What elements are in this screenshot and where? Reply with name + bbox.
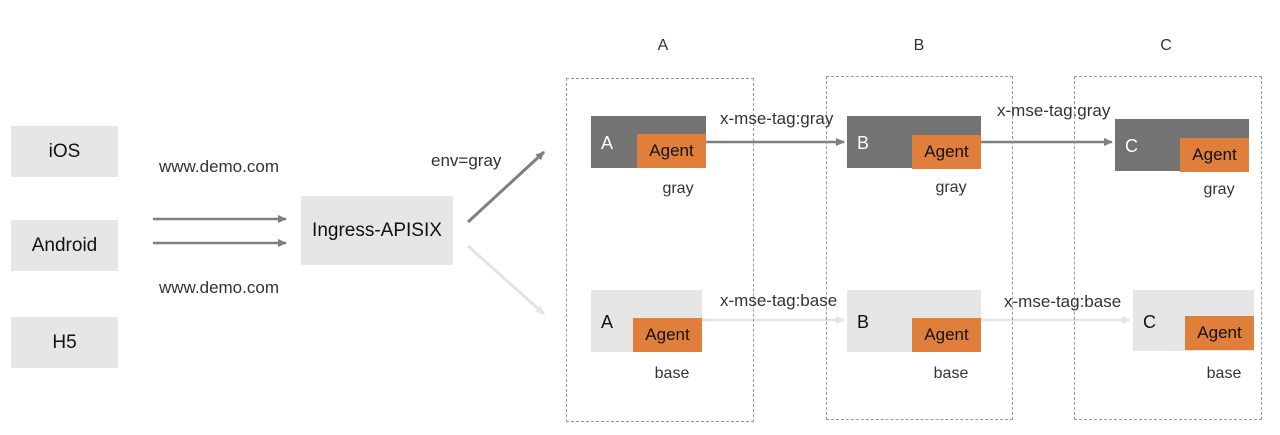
ingress-to-gray-arrow <box>466 150 546 224</box>
client-ios: iOS <box>11 126 118 177</box>
client-label: Android <box>31 234 98 256</box>
base-agent-b: Agent <box>912 318 981 352</box>
client-h5: H5 <box>11 317 118 368</box>
base-env-label-a: base <box>654 365 690 382</box>
domain-label-top: www.demo.com <box>159 157 279 176</box>
gray-tag-a-to-b: x-mse-tag:gray <box>720 109 834 128</box>
base-env-label-c: base <box>1206 365 1242 382</box>
service-letter: B <box>857 312 870 332</box>
client-label: iOS <box>48 140 81 162</box>
route-condition-label: env=gray <box>431 151 502 170</box>
column-header-c: C <box>1160 37 1172 54</box>
gray-agent-c: Agent <box>1180 138 1249 172</box>
service-letter: A <box>601 312 614 332</box>
base-tag-b-to-c: x-mse-tag:base <box>1004 292 1122 311</box>
service-letter: C <box>1125 136 1138 156</box>
service-letter: A <box>601 133 614 153</box>
ingress-to-base-arrow <box>466 244 546 316</box>
service-group-b <box>826 76 1013 420</box>
gray-agent-b: Agent <box>912 135 981 169</box>
domain-label-bottom: www.demo.com <box>159 278 279 297</box>
ingress-label: Ingress-APISIX <box>312 219 442 241</box>
base-env-label-b: base <box>933 365 969 382</box>
base-agent-c: Agent <box>1185 316 1254 350</box>
gray-agent-a: Agent <box>637 134 706 168</box>
column-header-a: A <box>657 37 669 54</box>
base-agent-a: Agent <box>633 318 702 352</box>
service-group-c <box>1074 76 1262 420</box>
service-letter: B <box>857 133 870 153</box>
service-letter: C <box>1143 312 1156 332</box>
gray-tag-b-to-c: x-mse-tag:gray <box>997 101 1111 120</box>
gray-env-label-a: gray <box>662 180 694 197</box>
client-android: Android <box>11 220 118 271</box>
base-tag-a-to-b: x-mse-tag:base <box>720 291 838 310</box>
column-header-b: B <box>913 37 925 54</box>
service-group-a <box>566 78 754 422</box>
client-label: H5 <box>52 331 77 353</box>
ingress-apisix-box: Ingress-APISIX <box>301 196 453 265</box>
gray-env-label-b: gray <box>935 179 967 196</box>
gray-env-label-c: gray <box>1203 181 1235 198</box>
